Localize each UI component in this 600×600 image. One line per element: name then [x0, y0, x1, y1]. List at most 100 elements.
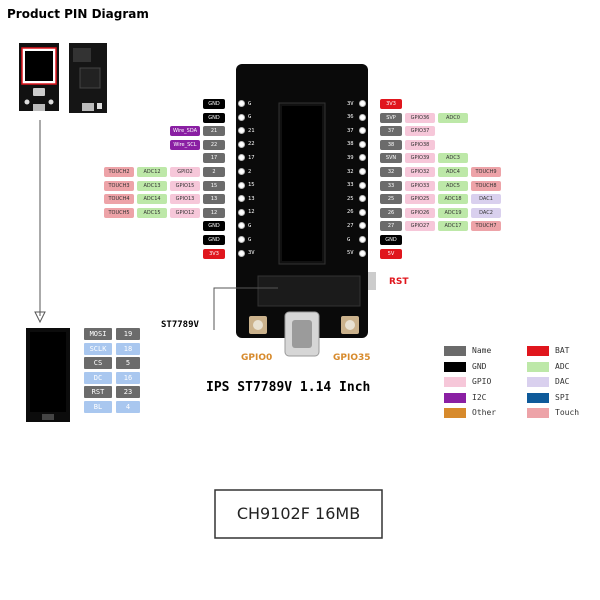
pin-label-left: Wire_SDA: [170, 126, 200, 137]
pin-label-left: GPIO13: [170, 194, 200, 205]
board-pin-left: [238, 168, 245, 175]
pin-label-right: GPIO26: [405, 207, 435, 218]
pin-label-right: 38: [380, 139, 402, 150]
board-pin-right: [359, 195, 366, 203]
pin-label-right: 5V: [380, 248, 402, 259]
board-pin-number-left: 13: [248, 195, 255, 202]
legend-swatch: [527, 408, 549, 418]
pin-label-left: 21: [203, 126, 225, 137]
button-label-left: GPIO0: [241, 353, 273, 363]
board-pin-number-left: 3V: [248, 250, 255, 257]
pin-label-right: 27: [380, 221, 402, 232]
pin-label-left: 12: [203, 207, 225, 218]
pin-label-left: ADC15: [137, 207, 167, 218]
pin-label-right: 33: [380, 180, 402, 191]
pin-label-left: ADC13: [137, 180, 167, 191]
board-pin-right: [359, 222, 366, 230]
board-pin-number-left: G: [248, 222, 252, 229]
main-board: [236, 64, 376, 357]
pin-label-left: 13: [203, 194, 225, 205]
pin-label-left: TOUCH5: [104, 207, 134, 218]
chip-label: IPS ST7789V 1.14 Inch: [206, 380, 371, 395]
driver-leader-line: [213, 287, 278, 330]
pin-label-right: GPIO36: [405, 112, 435, 123]
board-pin-number-right: 3V: [347, 100, 354, 107]
display-pin-number: 19: [116, 328, 140, 340]
board-pin-number-right: 39: [347, 154, 354, 161]
board-pin-left: [238, 127, 245, 135]
board-pin-right: [359, 100, 366, 107]
board-pin-left: [238, 100, 245, 107]
display-pin-name: BL: [84, 400, 112, 413]
pin-label-right: SVP: [380, 112, 402, 123]
board-pin-right: [359, 140, 366, 148]
board-pin-number-right: 25: [347, 195, 354, 202]
board-pin-number-left: 12: [248, 209, 255, 216]
board-pin-number-left: 21: [248, 127, 255, 134]
board-pin-number-left: G: [248, 114, 252, 121]
board-pin-number-left: 2: [248, 168, 252, 175]
pin-label-right: DAC2: [471, 207, 501, 218]
pin-label-right: ADC17: [438, 221, 468, 232]
pin-label-left: GND: [203, 99, 225, 109]
pin-label-left: TOUCH3: [104, 180, 134, 191]
pin-label-left: 3V3: [203, 248, 225, 259]
display-pin-name: DC: [84, 371, 112, 384]
pin-label-right: ADC18: [438, 194, 468, 205]
board-pin-number-right: 38: [347, 141, 354, 148]
pin-label-left: GPIO2: [170, 167, 200, 177]
board-pin-number-left: 15: [248, 182, 255, 189]
rst-label: RST: [389, 277, 409, 287]
legend-label: GPIO: [472, 377, 492, 386]
board-pin-number-left: 17: [248, 154, 255, 161]
legend-label: SPI: [555, 392, 570, 402]
board-pin-number-left: 22: [248, 141, 255, 148]
legend-swatch: [444, 346, 466, 356]
board-pin-number-right: 32: [347, 168, 354, 175]
pin-label-left: GPIO15: [170, 180, 200, 191]
pin-label-right: GPIO27: [405, 221, 435, 232]
legend-swatch: [444, 377, 466, 387]
pin-label-left: TOUCH4: [104, 194, 134, 205]
board-pin-left: [238, 140, 245, 148]
board-thumbnail-back: [69, 43, 107, 113]
board-thumbnail-front: [19, 43, 59, 111]
driver-label: ST7789V: [161, 320, 199, 330]
board-pin-number-right: 5V: [347, 250, 354, 257]
pin-label-left: 15: [203, 180, 225, 191]
board-pin-number-right: 26: [347, 209, 354, 216]
board-pin-number-right: G: [347, 236, 351, 243]
pin-label-right: 25: [380, 194, 402, 205]
bottom-box-text: CH9102F 16MB: [236, 504, 361, 523]
board-pin-number-left: G: [248, 100, 252, 107]
display-pin-name: MOSI: [84, 328, 112, 340]
board-pin-left: [238, 236, 245, 243]
arrow-head: [34, 311, 46, 324]
legend-label: BAT: [555, 346, 570, 355]
pin-label-right: SVN: [380, 153, 402, 164]
display-pin-name: SCLK: [84, 342, 112, 355]
button-label-right: GPIO35: [333, 353, 371, 363]
board-pin-left: [238, 113, 245, 121]
pin-label-right: ADC0: [438, 112, 468, 123]
legend-swatch: [527, 346, 549, 356]
display-pin-number: 18: [116, 342, 140, 355]
board-pin-left: [238, 195, 245, 203]
board-pin-right: [359, 181, 366, 189]
legend-label: I2C: [472, 392, 487, 402]
pin-label-right: TOUCH8: [471, 180, 501, 191]
board-pin-left: [238, 222, 245, 230]
legend-swatch: [527, 392, 549, 403]
pin-label-right: ADC3: [438, 153, 468, 164]
pin-label-left: GND: [203, 235, 225, 245]
pin-label-right: ADC4: [438, 167, 468, 177]
display-module: [26, 328, 70, 422]
board-pin-number-right: 37: [347, 127, 354, 134]
legend-label: Name: [472, 346, 492, 355]
board-pin-number-right: 36: [347, 114, 354, 121]
board-pin-number-left: G: [248, 236, 252, 243]
legend-label: Other: [472, 408, 497, 417]
pin-label-left: GPIO12: [170, 207, 200, 218]
board-pin-right: [359, 236, 366, 243]
